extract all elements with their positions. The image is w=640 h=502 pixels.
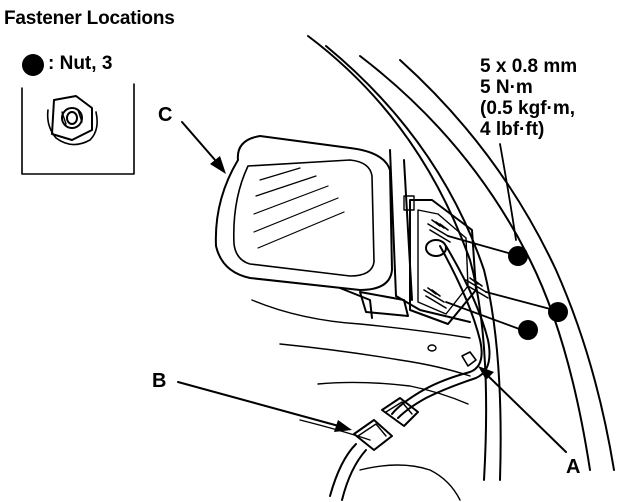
wire-harness: [391, 245, 491, 419]
mirror-assembly: [214, 135, 409, 319]
torque-spec-nm: 5 N·m: [480, 77, 533, 98]
mount-studs: [423, 219, 489, 309]
torque-spec-kgf: (0.5 kgf·m,: [480, 98, 576, 119]
nut-marker: [548, 302, 568, 322]
flange-nut-icon: [46, 95, 98, 146]
callout-c-label: C: [158, 104, 173, 126]
callout-a-arrow: [478, 366, 567, 453]
callout-b-arrow: [177, 381, 352, 432]
harness-connector: [329, 397, 419, 501]
nut-leader-lines: [445, 235, 555, 331]
callout-b-label: B: [152, 370, 167, 392]
nut-symbol-icon: [22, 54, 44, 76]
callout-a-label: A: [566, 456, 581, 478]
torque-spec-lbf: 4 lbf·ft): [480, 119, 545, 140]
diagram-title: Fastener Locations: [4, 8, 175, 29]
nut-marker: [508, 246, 528, 266]
torque-spec-size: 5 x 0.8 mm: [480, 56, 578, 77]
nut-marker: [518, 320, 538, 340]
torque-spec-leader: [499, 143, 517, 241]
nut-inset-box: [21, 83, 135, 175]
legend-label: : Nut, 3: [48, 53, 113, 74]
door-panel-contours: [251, 299, 471, 501]
callout-c-arrow: [181, 121, 226, 174]
